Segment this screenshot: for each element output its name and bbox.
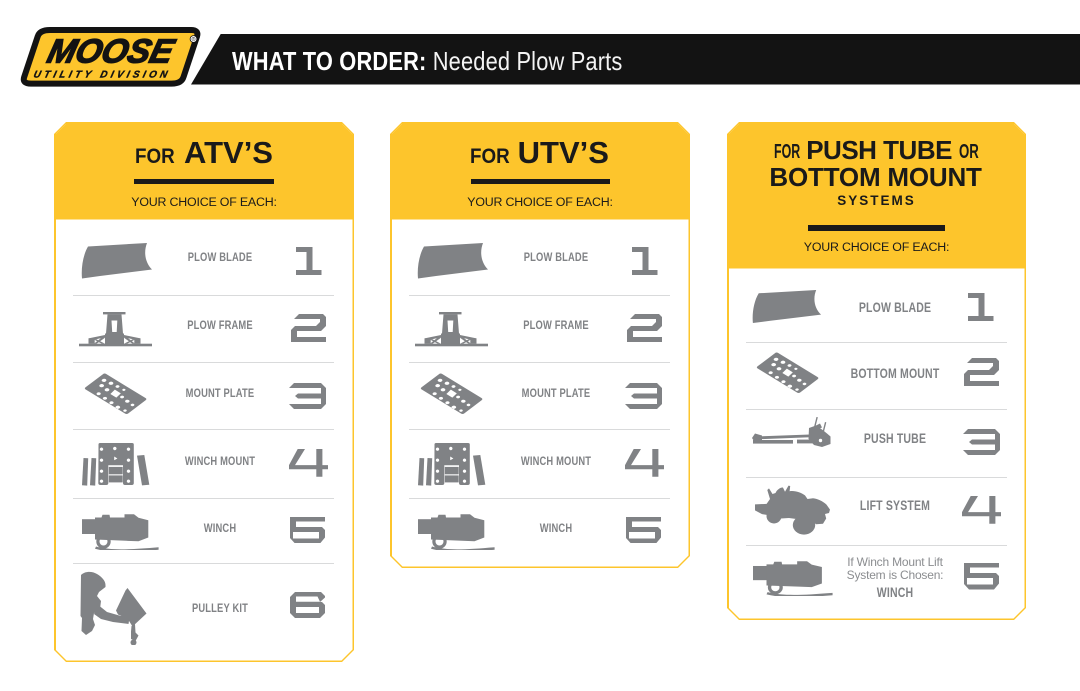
svg-text:UTILITY DIVISION: UTILITY DIVISION (32, 69, 172, 80)
svg-text:®: ® (191, 36, 195, 43)
svg-text:MOOSE: MOOSE (44, 33, 179, 70)
